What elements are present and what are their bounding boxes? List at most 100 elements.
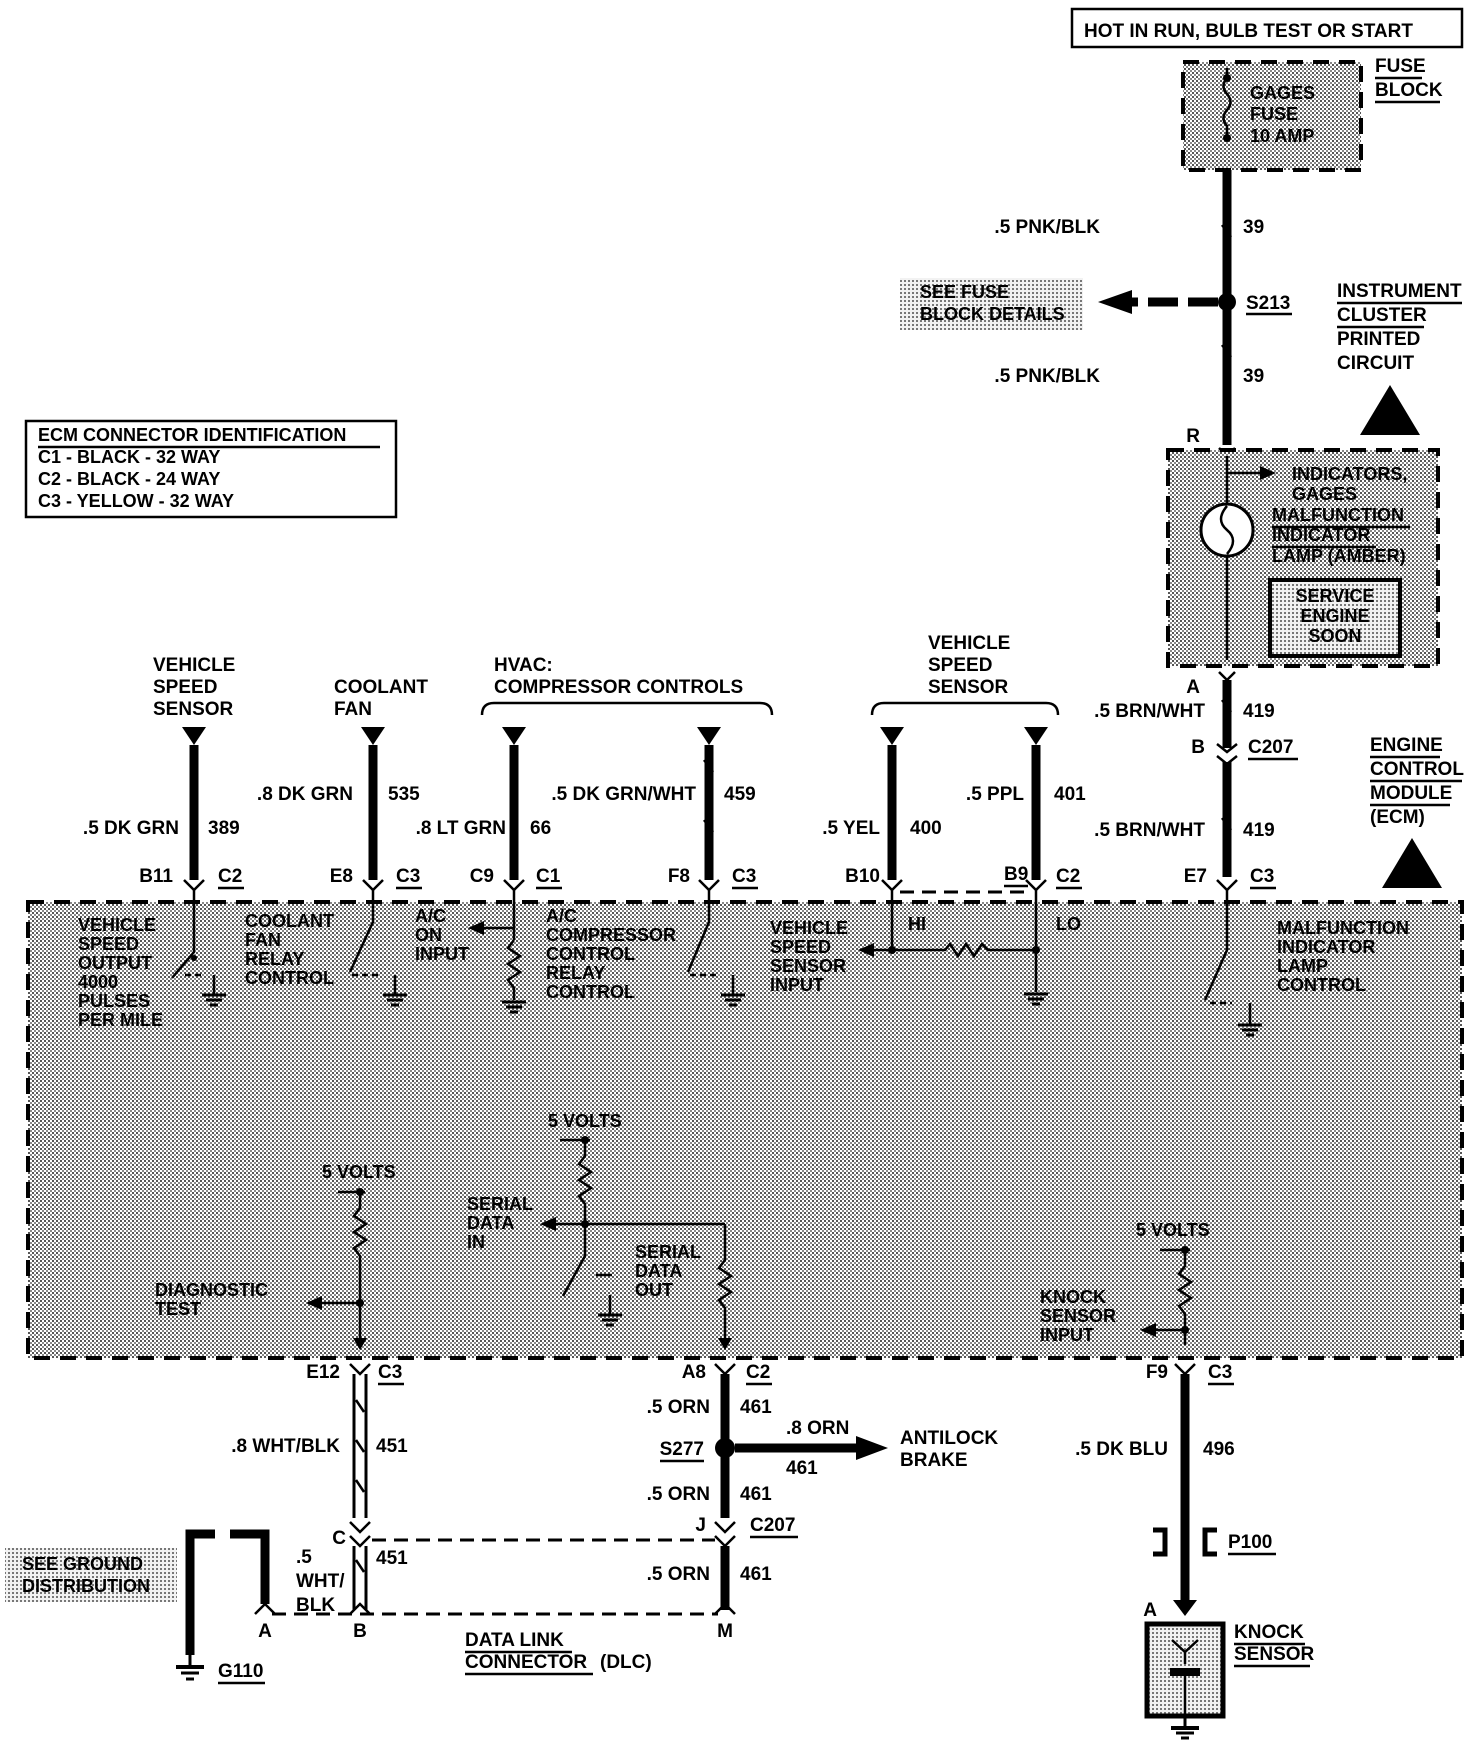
svg-text:ON: ON <box>415 925 442 945</box>
wire-451: E12 C3 .8 WHT/BLK 451 <box>231 1362 408 1518</box>
vss-input-circuit: HI LO VEHICLE SPEED SENSOR INPUT <box>770 890 1081 1006</box>
wire-401: .5 PPL 401 B9 C2 <box>900 727 1086 894</box>
svg-text:F9: F9 <box>1146 1362 1168 1383</box>
svg-text:.5 DK BLU: .5 DK BLU <box>1075 1439 1168 1460</box>
svg-text:C2: C2 <box>218 866 242 887</box>
svg-text:C3: C3 <box>732 866 756 887</box>
svg-text:SEE GROUND: SEE GROUND <box>22 1554 143 1574</box>
svg-text:BLK: BLK <box>296 1595 335 1616</box>
svg-text:OUT: OUT <box>635 1280 673 1300</box>
svg-text:B: B <box>353 1621 367 1642</box>
svg-text:COMPRESSOR: COMPRESSOR <box>546 925 676 945</box>
svg-text:4000: 4000 <box>78 972 118 992</box>
svg-text:MALFUNCTION: MALFUNCTION <box>1277 918 1409 938</box>
svg-text:IN: IN <box>467 1232 485 1252</box>
svg-text:CONTROL: CONTROL <box>245 968 334 988</box>
svg-text:LAMP (AMBER): LAMP (AMBER) <box>1272 546 1406 566</box>
svg-text:B9: B9 <box>1004 864 1028 885</box>
svg-text:B10: B10 <box>845 866 880 887</box>
svg-text:A/C: A/C <box>546 906 577 926</box>
svg-text:COMPRESSOR CONTROLS: COMPRESSOR CONTROLS <box>494 677 743 698</box>
fuse-block-title: FUSE <box>1375 56 1426 77</box>
fuse-icon <box>1222 68 1232 140</box>
svg-text:401: 401 <box>1054 784 1086 805</box>
svg-text:CLUSTER: CLUSTER <box>1337 305 1427 326</box>
svg-text:CIRCUIT: CIRCUIT <box>1337 353 1414 374</box>
ecm-title: ENGINE CONTROL MODULE (ECM) <box>1370 735 1464 888</box>
svg-text:ENGINE: ENGINE <box>1300 606 1369 626</box>
svg-text:INDICATOR: INDICATOR <box>1277 937 1375 957</box>
svg-text:496: 496 <box>1203 1439 1235 1460</box>
svg-text:DATA: DATA <box>467 1213 514 1233</box>
ac-relay-switch: A/C COMPRESSOR CONTROL RELAY CONTROL <box>546 890 745 1007</box>
see-fuse-label: SEE FUSE <box>920 282 1009 302</box>
esd-warning-icon <box>1360 385 1420 435</box>
svg-text:451: 451 <box>376 1548 408 1569</box>
power-source-label: HOT IN RUN, BULB TEST OR START <box>1084 21 1413 42</box>
svg-text:C3: C3 <box>1250 866 1274 887</box>
cluster-title: INSTRUMENT CLUSTER PRINTED CIRCUIT <box>1337 281 1462 435</box>
svg-text:.8 DK GRN: .8 DK GRN <box>257 784 353 805</box>
svg-text:BRAKE: BRAKE <box>900 1450 968 1471</box>
svg-text:SERIAL: SERIAL <box>635 1242 701 1262</box>
svg-text:LO: LO <box>1056 914 1081 934</box>
wire-459: .5 DK GRN/WHT 459 F8 C3 <box>551 727 758 890</box>
svg-text:CONTROL: CONTROL <box>1277 975 1366 995</box>
svg-text:C9: C9 <box>470 866 494 887</box>
svg-text:A: A <box>258 1621 272 1642</box>
arrow-right-icon <box>1260 466 1276 480</box>
svg-text:.5 YEL: .5 YEL <box>822 818 880 839</box>
wire-39-label-bottom: .5 PNK/BLK <box>994 366 1100 387</box>
wire-461: A8 C2 .5 ORN 461 S277 .8 ORN 461 ANTILOC… <box>647 1362 998 1518</box>
svg-text:DATA: DATA <box>635 1261 682 1281</box>
svg-text:A/C: A/C <box>415 906 446 926</box>
fuse-name: GAGES <box>1250 83 1315 103</box>
svg-text:PULSES: PULSES <box>78 991 150 1011</box>
svg-text:C2: C2 <box>1056 866 1080 887</box>
svg-text:WHT/: WHT/ <box>296 1571 345 1592</box>
svg-text:KNOCK: KNOCK <box>1040 1287 1106 1307</box>
circuit-39-top: 39 <box>1243 217 1264 238</box>
svg-text:461: 461 <box>740 1564 772 1585</box>
svg-text:419: 419 <box>1243 820 1275 841</box>
connector-id-title: ECM CONNECTOR IDENTIFICATION <box>38 425 346 445</box>
svg-text:.8 LT GRN: .8 LT GRN <box>416 818 506 839</box>
wire-535: .8 DK GRN 535 E8 C3 <box>257 727 422 890</box>
svg-text:SPEED: SPEED <box>928 655 992 676</box>
svg-text:TEST: TEST <box>155 1299 201 1319</box>
fuse-rating: 10 AMP <box>1250 126 1314 146</box>
svg-text:HI: HI <box>908 914 926 934</box>
svg-text:A: A <box>1143 1600 1157 1621</box>
power-source-box: HOT IN RUN, BULB TEST OR START <box>1070 7 1464 49</box>
svg-text:INPUT: INPUT <box>770 975 824 995</box>
mil-circuit-419: .5 BRN/WHT 419 B C207 .5 BRN/WHT 419 <box>1094 671 1298 877</box>
svg-text:MODULE: MODULE <box>1370 783 1452 804</box>
svg-text:.5 PPL: .5 PPL <box>966 784 1024 805</box>
svg-text:PER MILE: PER MILE <box>78 1010 163 1030</box>
group-labels: VEHICLE SPEED SENSOR COOLANT FAN HVAC: C… <box>153 633 1060 720</box>
service-engine-soon-text: SERVICE <box>1296 586 1375 606</box>
svg-text:INDICATOR: INDICATOR <box>1272 525 1370 545</box>
svg-text:DATA LINK: DATA LINK <box>465 1630 564 1651</box>
svg-text:5 VOLTS: 5 VOLTS <box>1136 1220 1210 1240</box>
svg-text:SPEED: SPEED <box>78 934 139 954</box>
svg-text:461: 461 <box>786 1458 818 1479</box>
svg-text:535: 535 <box>388 784 420 805</box>
svg-text:FAN: FAN <box>245 930 281 950</box>
svg-text:C3: C3 <box>378 1362 402 1383</box>
arrow-left-icon <box>1098 290 1132 314</box>
s277-label: S277 <box>660 1439 704 1460</box>
svg-text:SENSOR: SENSOR <box>1040 1306 1116 1326</box>
cluster-pin-r: R <box>1186 426 1200 447</box>
svg-text:INSTRUMENT: INSTRUMENT <box>1337 281 1462 302</box>
svg-text:SPEED: SPEED <box>770 937 831 957</box>
svg-text:(DLC): (DLC) <box>600 1652 652 1673</box>
svg-text:VEHICLE: VEHICLE <box>153 655 235 676</box>
svg-text:HVAC:: HVAC: <box>494 655 553 676</box>
vss-output-switch: VEHICLE SPEED OUTPUT 4000 PULSES PER MIL… <box>78 890 226 1030</box>
svg-text:C: C <box>332 1528 346 1549</box>
s213-label: S213 <box>1246 293 1290 314</box>
ecm-module-box <box>26 900 1464 1360</box>
svg-text:ENGINE: ENGINE <box>1370 735 1443 756</box>
svg-text:461: 461 <box>740 1484 772 1505</box>
